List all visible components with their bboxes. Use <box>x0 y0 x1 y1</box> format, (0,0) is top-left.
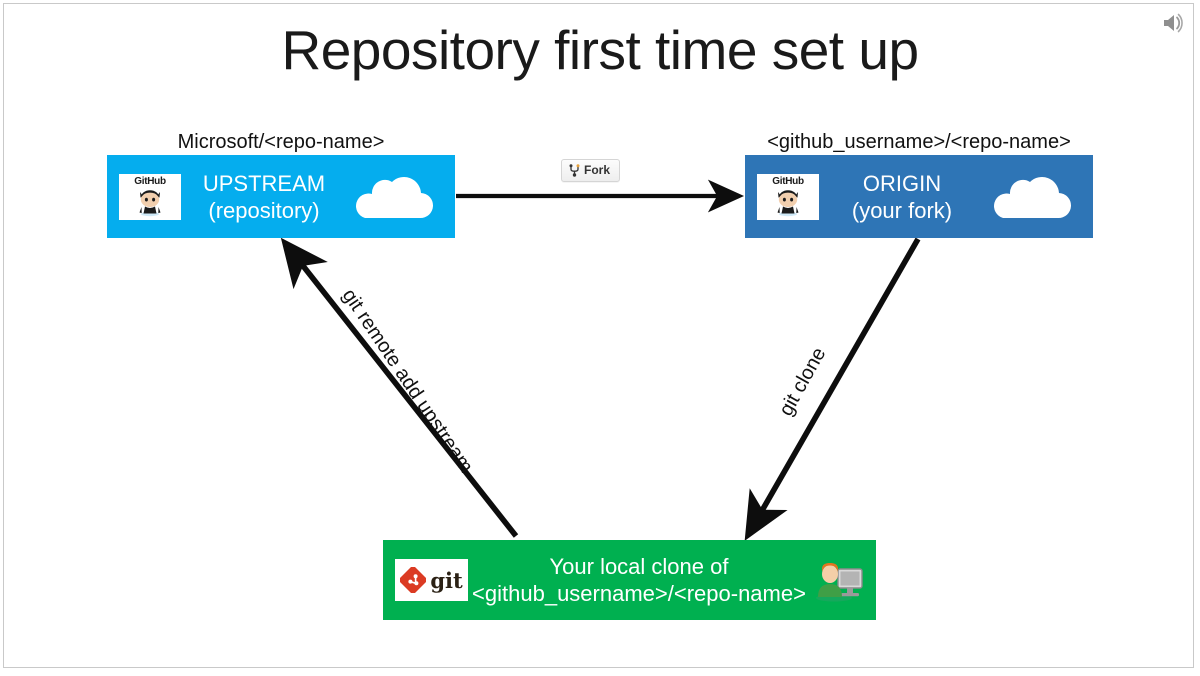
github-logo-wordmark: GitHub <box>134 175 166 187</box>
origin-node[interactable]: GitHub ORIGIN (your fork) <box>745 155 1093 238</box>
fork-button-label: Fork <box>584 163 611 177</box>
git-logo-icon: git <box>395 559 468 601</box>
local-clone-label: Your local clone of <github_username>/<r… <box>468 553 810 607</box>
local-clone-subtitle: <github_username>/<repo-name> <box>472 581 806 606</box>
fork-button[interactable]: Fork <box>561 159 621 182</box>
fork-icon <box>569 163 580 177</box>
git-logo-wordmark: git <box>430 567 463 593</box>
cloud-icon <box>347 174 439 220</box>
page-title: Repository first time set up <box>281 19 919 81</box>
origin-subtitle: (your fork) <box>851 197 953 223</box>
person-at-computer-icon <box>810 557 866 603</box>
upstream-label: UPSTREAM (repository) <box>181 170 347 224</box>
speaker-icon[interactable] <box>1158 8 1188 38</box>
origin-label: ORIGIN (your fork) <box>819 170 985 224</box>
upstream-node[interactable]: GitHub UPSTREAM (repository) <box>107 155 455 238</box>
local-clone-node[interactable]: git Your local clone of <github_username… <box>383 540 876 620</box>
origin-caption: <github_username>/<repo-name> <box>767 131 1071 153</box>
local-clone-title: Your local clone of <box>549 554 729 579</box>
upstream-subtitle: (repository) <box>208 197 320 223</box>
upstream-title: UPSTREAM <box>202 170 326 196</box>
github-logo-icon: GitHub <box>119 173 181 220</box>
git-diamond-icon <box>400 567 427 593</box>
origin-title: ORIGIN <box>862 170 942 196</box>
github-logo-wordmark: GitHub <box>772 175 804 187</box>
github-logo-icon: GitHub <box>757 173 819 220</box>
cloud-icon <box>985 174 1077 220</box>
upstream-caption: Microsoft/<repo-name> <box>177 131 385 153</box>
